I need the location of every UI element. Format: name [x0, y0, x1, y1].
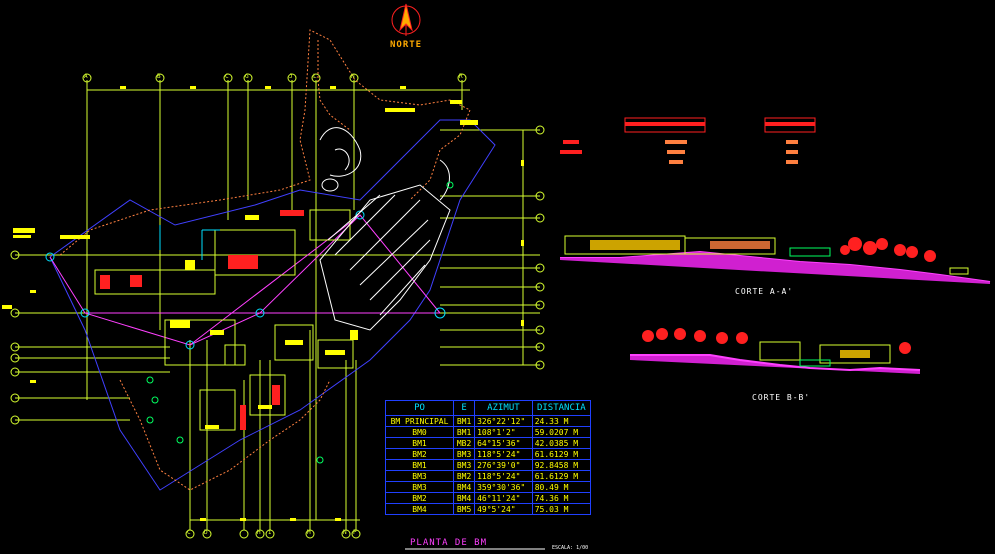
table-cell: BM4: [453, 481, 476, 493]
table-cell: BM5: [453, 503, 476, 515]
grid-label-bottom-1: C: [187, 529, 192, 536]
table-cell: 24.33 M: [531, 415, 592, 427]
grid-label-top-8: R: [459, 73, 464, 80]
table-cell: BM1: [453, 415, 476, 427]
scale-note: ESCALA: 1/00: [552, 545, 589, 551]
dimension-ticks: [30, 86, 524, 521]
table-header-cell: E: [453, 400, 476, 416]
table-cell: 59.0207 M: [531, 426, 592, 438]
buildings: [94, 209, 354, 431]
annotation-marks: [2, 100, 478, 429]
grid-bubbles: [10, 73, 545, 539]
grid-label-bottom-5: M: [307, 529, 312, 536]
table-cell: 46°11'24": [474, 492, 533, 504]
table-row: BM2 BM3 118°5'24" 61.6129 M: [384, 448, 592, 460]
grid-label-bottom-6: N: [343, 529, 348, 536]
table-cell: BM3: [453, 459, 476, 471]
grid-label-bottom-7: P: [353, 529, 358, 536]
table-row: BM0 BM1 108°1'2" 59.0207 M: [384, 426, 592, 438]
grid-label-top-4: G: [245, 73, 250, 80]
table-cell: BM3: [384, 481, 455, 493]
table-row: BM3 BM4 359°30'36" 80.49 M: [384, 481, 592, 493]
plan-title: PLANTA DE BM: [410, 538, 488, 548]
table-cell: MB2: [453, 437, 476, 449]
parking-area: [319, 184, 451, 331]
terrain-contour: [59, 29, 471, 256]
table-cell: BM PRINCIPAL: [384, 415, 455, 427]
table-cell: BM0: [384, 426, 455, 438]
table-cell: 75.03 M: [531, 503, 592, 515]
table-cell: 61.6129 M: [531, 470, 592, 482]
section-a-label: CORTE A-A': [735, 287, 794, 296]
table-cell: BM2: [384, 492, 455, 504]
table-row: BM1 BM3 276°39'0" 92.8458 M: [384, 459, 592, 471]
table-cell: BM1: [453, 426, 476, 438]
table-cell: 74.36 M: [531, 492, 592, 504]
compass-label: NORTE: [390, 40, 423, 50]
table-cell: BM4: [384, 503, 455, 515]
table-cell: 42.0385 M: [531, 437, 592, 449]
table-header-row: PO E AZIMUT DISTANCIA: [384, 400, 592, 416]
grid-label-bottom-3: H: [257, 529, 262, 536]
table-cell: 61.6129 M: [531, 448, 592, 460]
table-cell: 80.49 M: [531, 481, 592, 493]
landscape-paths: [319, 127, 450, 201]
table-cell: 118°5'24": [474, 448, 533, 460]
grid-label-top-2: B: [157, 73, 162, 80]
section-b: [630, 328, 921, 374]
table-cell: BM2: [453, 470, 476, 482]
table-cell: BM4: [453, 492, 476, 504]
table-cell: BM3: [384, 470, 455, 482]
table-cell: 108°1'2": [474, 426, 533, 438]
table-cell: BM2: [384, 448, 455, 460]
section-cut-lines: [159, 225, 220, 260]
table-cell: 359°30'36": [474, 481, 533, 493]
grid-label-bottom-4: I: [268, 529, 273, 536]
table-cell: 49°5'24": [474, 503, 533, 515]
table-cell: 118°5'24": [474, 470, 533, 482]
table-row: BM4 BM5 49°5'24" 75.03 M: [384, 503, 592, 515]
table-cell: 326°22'12": [474, 415, 533, 427]
table-cell: 92.8458 M: [531, 459, 592, 471]
table-row: BM PRINCIPAL BM1 326°22'12" 24.33 M: [384, 415, 592, 427]
grid-label-top-6: L: [313, 73, 318, 80]
survey-table: PO E AZIMUT DISTANCIA BM PRINCIPAL BM1 3…: [384, 400, 592, 515]
section-b-label: CORTE B-B': [752, 393, 811, 402]
table-row: BM2 BM4 46°11'24" 74.36 M: [384, 492, 592, 504]
table-row: BM1 MB2 64°15'36" 42.0385 M: [384, 437, 592, 449]
property-boundary: [49, 119, 496, 491]
grid-lines: [15, 80, 540, 530]
table-cell: BM1: [384, 437, 455, 449]
section-a: [560, 117, 991, 284]
grid-label-top-3: C: [225, 73, 230, 80]
table-row: BM3 BM2 118°5'24" 61.6129 M: [384, 470, 592, 482]
table-header-cell: DISTANCIA: [531, 400, 592, 416]
grid-label-top-1: A: [84, 73, 89, 80]
table-cell: 276°39'0": [474, 459, 533, 471]
table-cell: 64°15'36": [474, 437, 533, 449]
trees: [146, 181, 454, 464]
table-header-cell: PO: [384, 400, 455, 416]
benchmark-markers: [45, 210, 446, 350]
grid-label-bottom-2: D: [204, 529, 209, 536]
table-cell: BM3: [453, 448, 476, 460]
grid-label-top-5: J: [289, 73, 294, 80]
table-header-cell: AZIMUT: [474, 400, 533, 416]
grid-label-top-7: N: [351, 73, 356, 80]
survey-lines: [49, 214, 441, 346]
building-fills: [100, 210, 304, 430]
table-cell: BM1: [384, 459, 455, 471]
north-compass: [391, 3, 421, 36]
